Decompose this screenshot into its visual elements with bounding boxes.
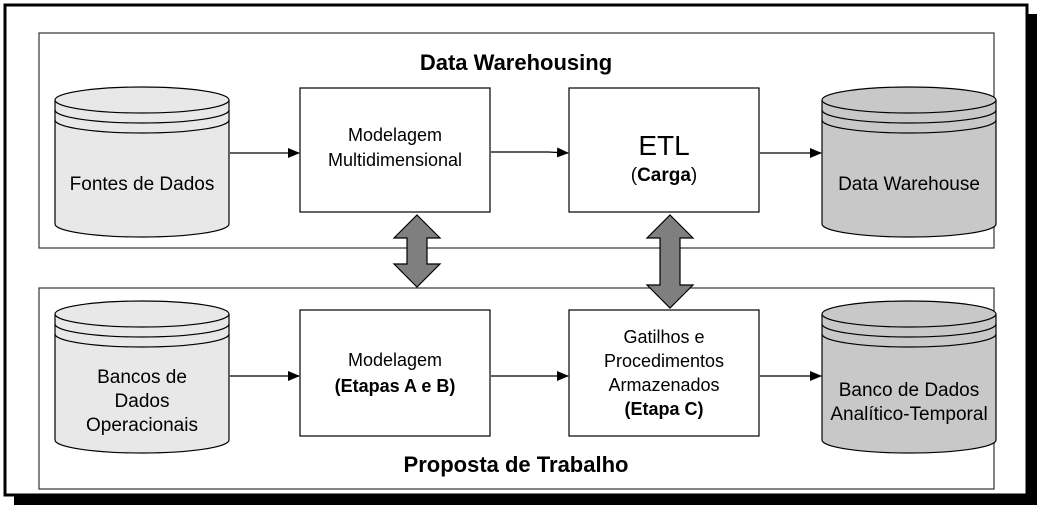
process-label-line1: Modelagem [348,125,442,145]
etl-title: ETL [638,130,689,161]
process-label-line1: Gatilhos e [623,327,704,347]
flow-arrow-modeling-to-etl [491,147,569,158]
process-label-line1: Modelagem [348,350,442,370]
database-label-line2: Analítico-Temporal [830,404,987,425]
database-label-line3: Operacionais [86,415,198,436]
process-label-line2: Procedimentos [604,351,724,371]
database-analitico-temporal: Banco de Dados Analítico-Temporal [821,300,997,454]
database-label-line1: Bancos de [97,367,187,388]
double-arrow-etl-link [645,214,695,309]
database-label: Fontes de Dados [70,174,215,195]
database-label-line2: Dados [115,391,170,412]
etl-subtitle: (Carga) [631,165,698,186]
process-etl: ETL (Carga) [568,87,760,213]
database-label-line1: Banco de Dados [839,380,980,401]
panel-title-data-warehousing: Data Warehousing [420,50,612,75]
process-gatilhos-procedimentos: Gatilhos e Procedimentos Armazenados (Et… [568,309,760,437]
process-modelagem-multidimensional: Modelagem Multidimensional [299,87,491,213]
double-arrow-modeling-link [392,214,442,288]
process-label-line2: (Etapas A e B) [335,376,456,396]
process-modelagem-etapas-a-b: Modelagem (Etapas A e B) [299,309,491,437]
process-label-line2: Multidimensional [328,150,462,170]
process-label-line4: (Etapa C) [624,399,703,419]
database-fontes-de-dados: Fontes de Dados [54,86,230,238]
database-bancos-de-dados-operacionais: Bancos de Dados Operacionais [54,300,230,454]
database-data-warehouse: Data Warehouse [821,86,997,238]
panel-title-proposta-de-trabalho: Proposta de Trabalho [404,452,629,477]
process-label-line3: Armazenados [608,375,719,395]
database-label: Data Warehouse [838,174,980,195]
